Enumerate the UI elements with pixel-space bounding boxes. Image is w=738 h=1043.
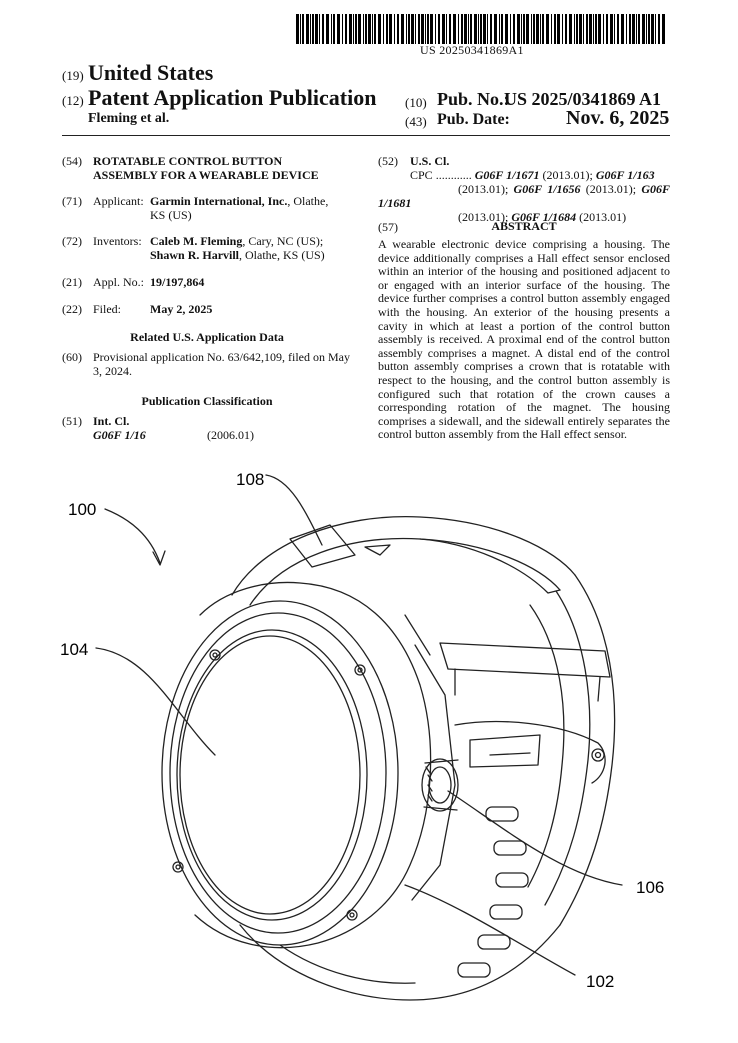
inventors-code: (72) [62, 234, 82, 248]
title-line-1: ROTATABLE CONTROL BUTTON [93, 154, 282, 168]
publication-type: Patent Application Publication [88, 85, 376, 111]
inventor-1: Caleb M. Fleming, Cary, NC (US); [150, 234, 323, 248]
cpc-class-2: G06F 1/163 [596, 168, 655, 182]
applicant-label: Applicant: [93, 194, 144, 208]
case-outline [195, 582, 431, 947]
pubclass-heading: Publication Classification [62, 394, 352, 409]
display-lens [177, 630, 367, 920]
ref-104: 104 [60, 640, 88, 659]
title-code: (54) [62, 154, 82, 168]
strap-holes [458, 807, 528, 977]
bezel-outer [162, 601, 398, 945]
prov-code: (60) [62, 350, 82, 364]
leader-102 [405, 885, 575, 975]
watch-drawing: 100 104 108 106 102 [0, 455, 738, 1043]
title-line-2: ASSEMBLY FOR A WEARABLE DEVICE [93, 168, 319, 182]
appl-label: Appl. No.: [93, 275, 144, 289]
inventor-2: Shawn R. Harvill, Olathe, KS (US) [150, 248, 325, 262]
filed-date: May 2, 2025 [150, 302, 212, 316]
uscl-label: U.S. Cl. [410, 154, 449, 168]
appl-code: (21) [62, 275, 82, 289]
intcl-year: (2006.01) [207, 428, 254, 442]
cpc-year-3: (2013.01); [586, 182, 636, 196]
strap-keeper [290, 525, 355, 567]
leader-108 [266, 475, 322, 545]
header-rule [62, 135, 670, 136]
pub-no-label: Pub. No.: [437, 89, 510, 110]
leader-106 [448, 791, 622, 885]
cpc-year-2: (2013.01); [378, 182, 508, 196]
authors: Fleming et al. [88, 111, 169, 127]
related-heading: Related U.S. Application Data [62, 330, 352, 345]
ref-106: 106 [636, 878, 664, 897]
cpc-block: CPC ............ G06F 1/1671 (2013.01); … [378, 168, 670, 224]
lug-right [455, 722, 605, 783]
inventor-2-location: , Olathe, KS (US) [239, 248, 325, 262]
cpc-class-3: G06F 1/1656 [514, 182, 581, 196]
code-10: (10) [405, 95, 427, 111]
bezel-inner [170, 613, 386, 933]
cpc-class-1: G06F 1/1671 [475, 168, 540, 182]
code-12: (12) [62, 93, 84, 109]
uscl-code: (52) [378, 154, 398, 168]
cpc-year-1: (2013.01); [542, 168, 592, 182]
prov-line-2: 3, 2024. [93, 364, 132, 378]
strap-bottom-outline [240, 925, 560, 1000]
applicant-line-1: Garmin International, Inc., Olathe, [150, 194, 328, 208]
ref-100: 100 [68, 500, 96, 519]
inventor-1-location: , Cary, NC (US); [242, 234, 323, 248]
intcl-label: Int. Cl. [93, 414, 129, 428]
appl-no: 19/197,864 [150, 275, 204, 289]
leader-104 [96, 648, 215, 755]
intcl-code: (51) [62, 414, 82, 428]
abstract-heading: ABSTRACT [378, 219, 670, 234]
prov-line-1: Provisional application No. 63/642,109, … [93, 350, 350, 364]
abstract-text: A wearable electronic device comprising … [378, 238, 670, 442]
barcode [296, 14, 668, 44]
strap-right-outline [560, 575, 615, 925]
band-loop [440, 643, 610, 677]
ref-108: 108 [236, 470, 264, 489]
applicant-name: Garmin International, Inc. [150, 194, 287, 208]
code-19: (19) [62, 68, 84, 84]
bezel-screws [173, 650, 365, 920]
inventor-2-name: Shawn R. Harvill [150, 248, 239, 262]
applicant-code: (71) [62, 194, 82, 208]
cpc-label: CPC [378, 168, 433, 182]
barcode-number: US 20250341869A1 [420, 43, 524, 58]
inventors-label: Inventors: [93, 234, 142, 248]
crown [422, 759, 458, 811]
intcl-class: G06F 1/16 [93, 428, 146, 442]
cpc-dots: ............ [436, 168, 472, 182]
pub-date-label: Pub. Date: [437, 111, 510, 129]
applicant-line-2: KS (US) [150, 208, 192, 222]
filed-code: (22) [62, 302, 82, 316]
applicant-location: , Olathe, [287, 194, 328, 208]
ref-102: 102 [586, 972, 614, 991]
pub-date: Nov. 6, 2025 [566, 107, 669, 130]
inventor-1-name: Caleb M. Fleming [150, 234, 242, 248]
strap-top-outline [232, 517, 575, 595]
leader-100 [105, 509, 160, 563]
filed-label: Filed: [93, 302, 121, 316]
country: United States [88, 60, 213, 86]
code-43: (43) [405, 114, 427, 130]
